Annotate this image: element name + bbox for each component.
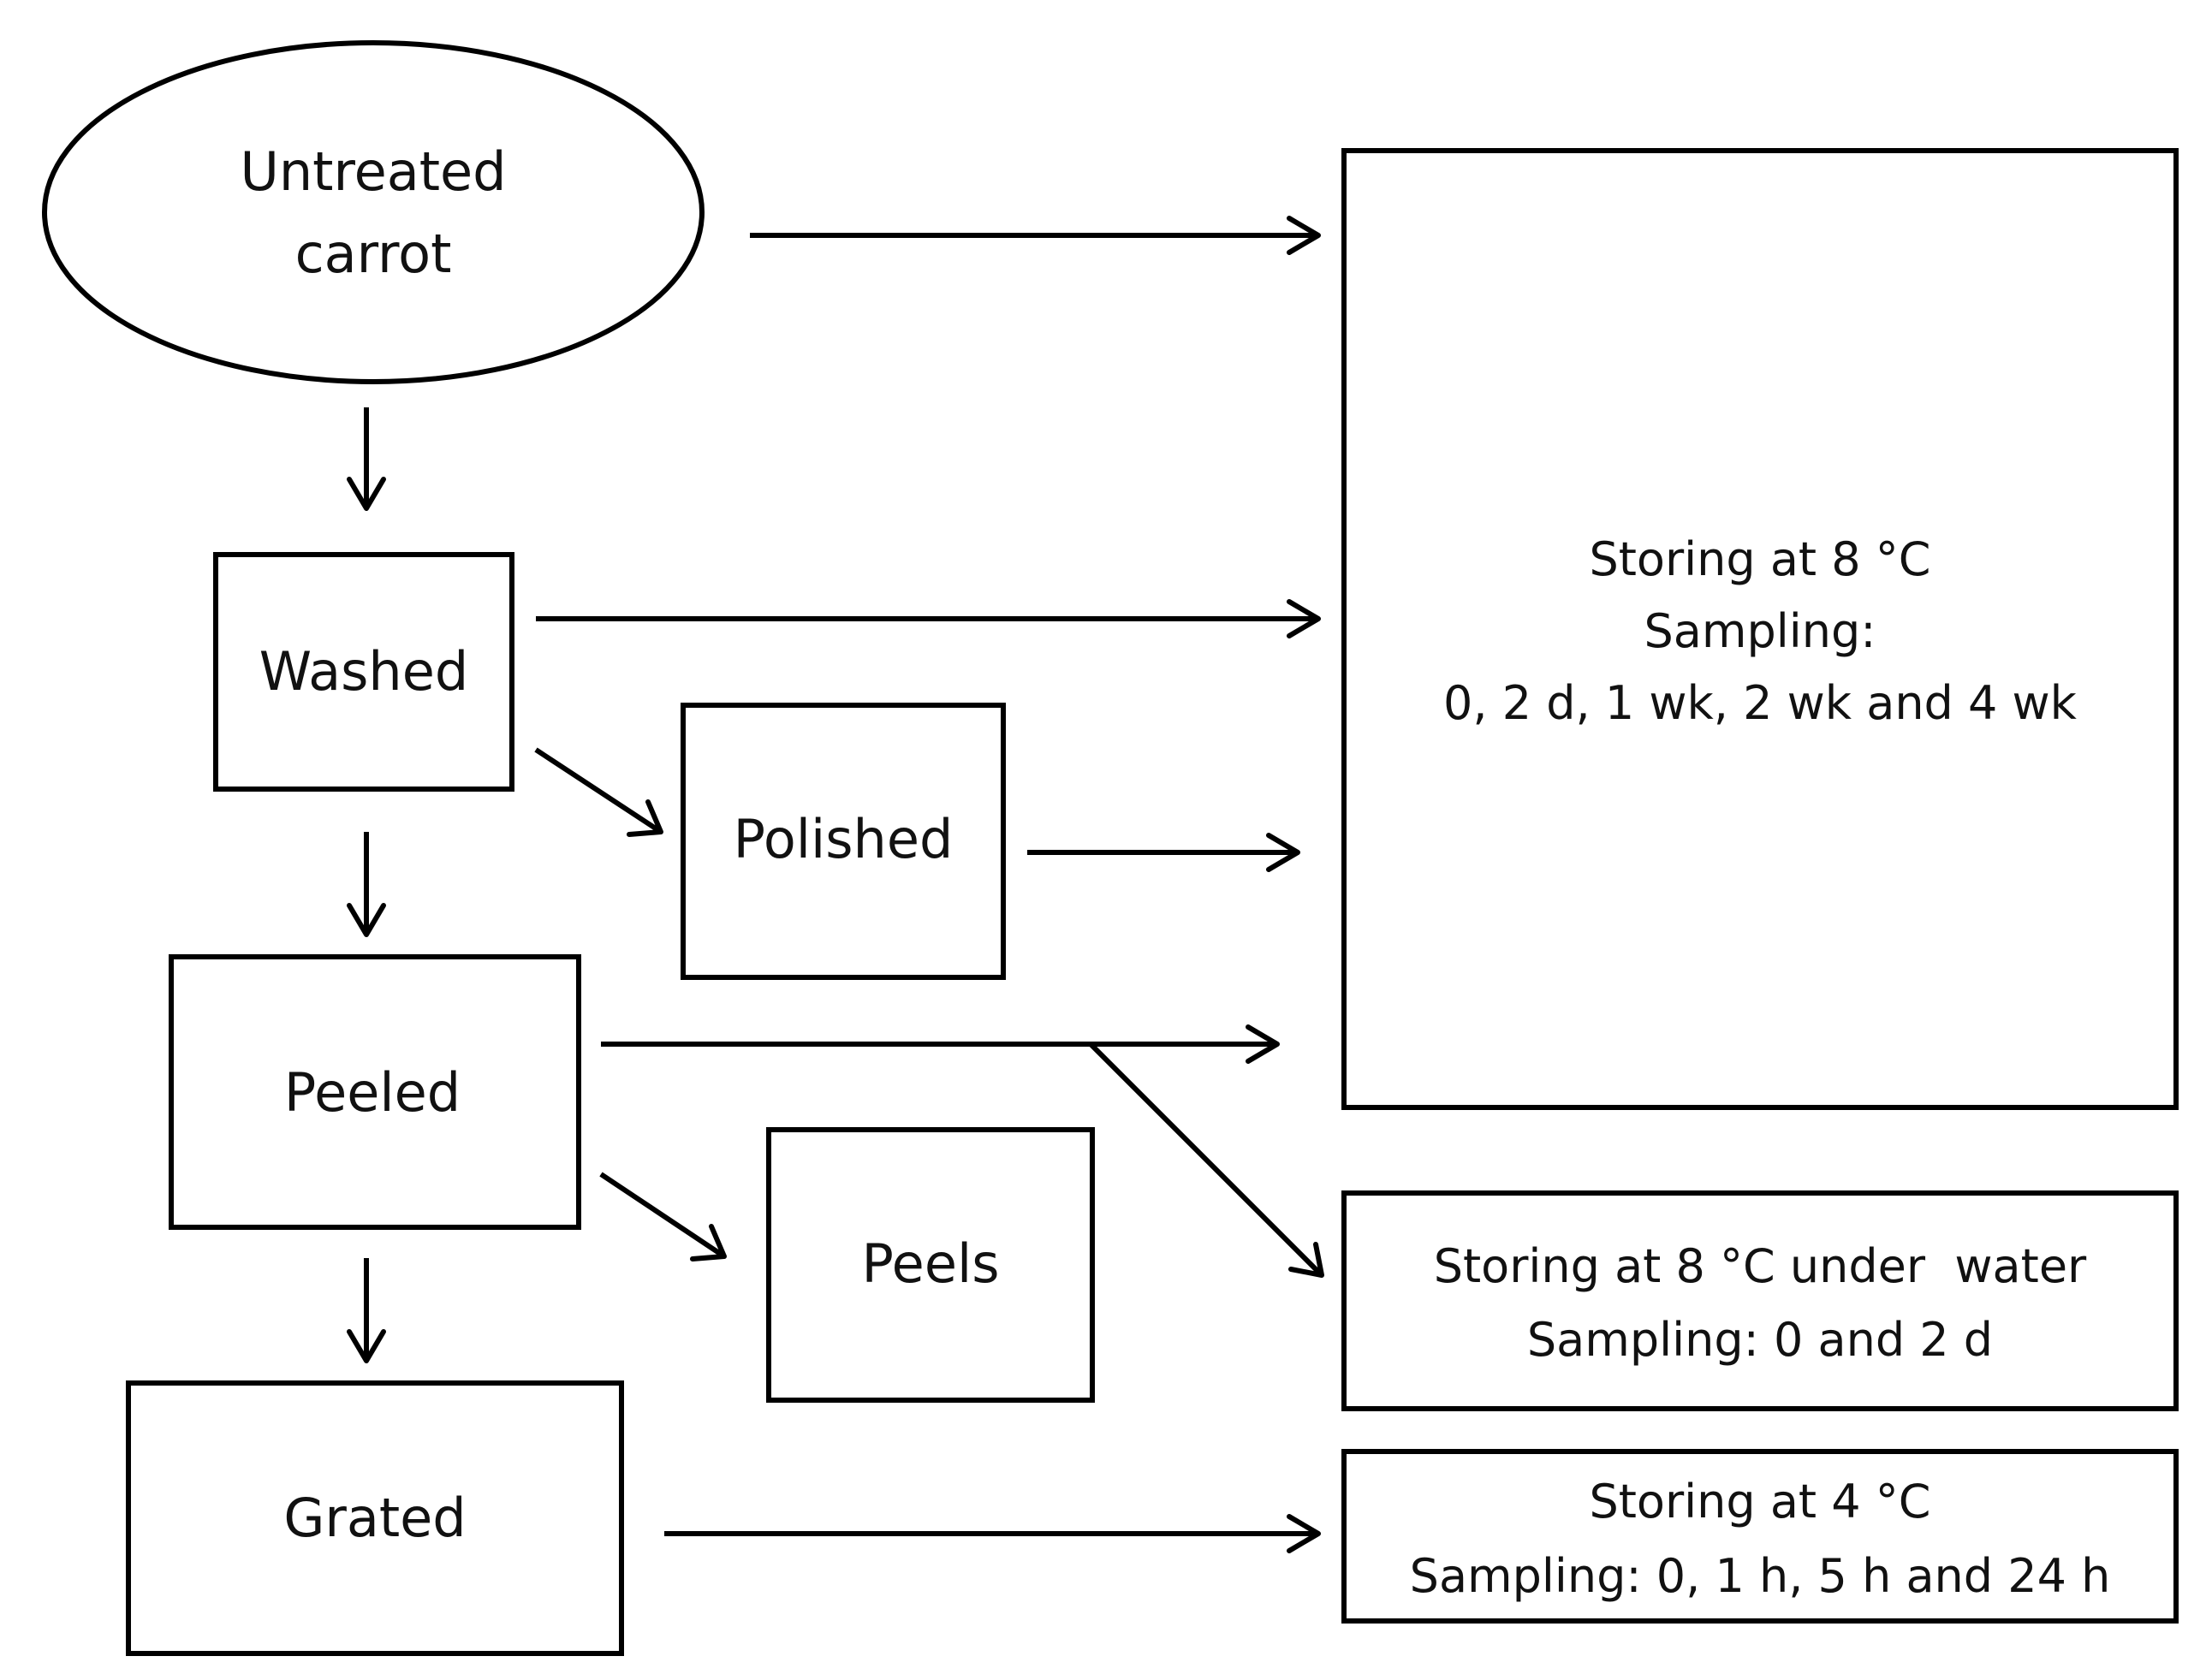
arrow-untreated-to-storage [750, 216, 1321, 255]
arrow-washed-to-polished [534, 747, 663, 837]
storage-cold-box: Storing at 4 °C Sampling: 0, 1 h, 5 h an… [1341, 1449, 2179, 1624]
arrow-peeled-to-peels [599, 1172, 727, 1261]
storage-water-line1: Storing at 8 °C under water [1434, 1239, 2087, 1293]
arrow-polished-to-storage [1027, 833, 1300, 872]
node-untreated-carrot: Untreated carrot [42, 40, 705, 384]
node-grated: Grated [126, 1380, 624, 1656]
node-washed: Washed [213, 552, 514, 792]
arrow-peeled-to-storage [601, 1024, 1280, 1064]
polished-label: Polished [734, 808, 954, 870]
node-peeled: Peeled [169, 954, 581, 1230]
storage-cold-line2: Sampling: 0, 1 h, 5 h and 24 h [1410, 1549, 2111, 1603]
peels-label: Peels [862, 1232, 1000, 1295]
arrow-washed-to-peeled [347, 832, 386, 937]
storage-main-line3: 0, 2 d, 1 wk, 2 wk and 4 wk [1443, 676, 2078, 730]
arrow-untreated-to-washed [347, 407, 386, 511]
untreated-label-line2: carrot [295, 223, 452, 285]
storage-water-line2: Sampling: 0 and 2 d [1527, 1313, 1993, 1367]
arrow-washed-to-storage [536, 599, 1321, 638]
grated-label: Grated [283, 1487, 466, 1549]
node-polished: Polished [681, 703, 1006, 980]
storage-main-line2: Sampling: [1644, 604, 1876, 658]
node-peels: Peels [766, 1127, 1095, 1403]
arrow-grated-to-cold-storage [664, 1514, 1321, 1553]
washed-label: Washed [259, 640, 468, 703]
storage-cold-line1: Storing at 4 °C [1589, 1475, 1930, 1529]
storage-main-line1: Storing at 8 °C [1589, 532, 1930, 586]
peeled-label: Peeled [284, 1061, 461, 1124]
storage-water-box: Storing at 8 °C under water Sampling: 0 … [1341, 1190, 2179, 1411]
arrow-peeled-to-water-storage [1088, 1042, 1324, 1278]
storage-main-box: Storing at 8 °C Sampling: 0, 2 d, 1 wk, … [1341, 148, 2179, 1110]
untreated-label-line1: Untreated [240, 140, 506, 203]
arrow-peeled-to-grated [347, 1258, 386, 1363]
